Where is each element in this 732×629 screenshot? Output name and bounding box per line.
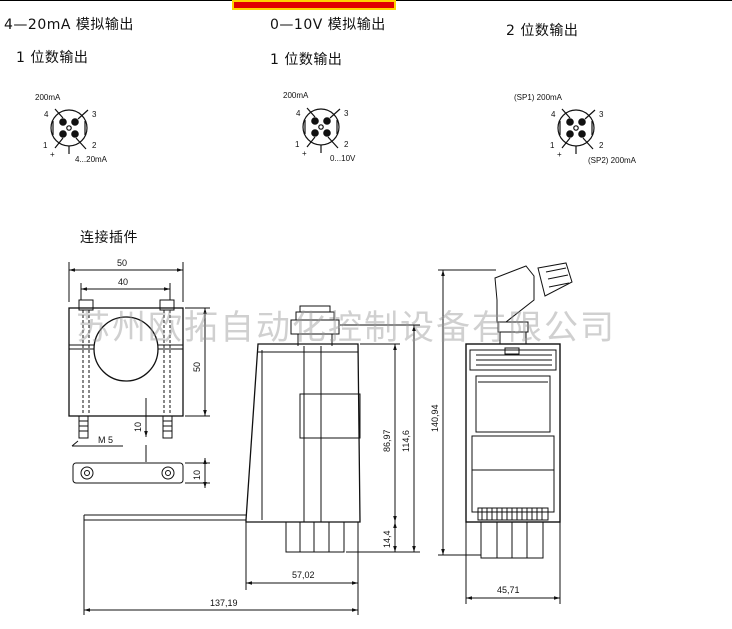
dim-50-width: 50 <box>117 258 127 268</box>
pinout-diagram-2-digit: (SP1) 200mA 4 3 1 2 + (SP2) 200mA <box>514 93 637 165</box>
dim-14-4: 14,4 <box>382 530 392 548</box>
red-tab-bar <box>232 0 396 10</box>
dim-40: 40 <box>118 277 128 287</box>
pinout2-pin2: 2 <box>344 140 349 149</box>
pinout3-pin1: 1 <box>550 141 555 150</box>
dim-114-6: 114,6 <box>401 430 411 452</box>
pinout1-pin4: 4 <box>44 110 49 119</box>
pinout2-pin4: 4 <box>296 109 301 118</box>
pinout3-top-label: (SP1) 200mA <box>514 93 563 102</box>
dim-50-height: 50 <box>192 362 202 372</box>
pinout3-pin3: 3 <box>599 110 604 119</box>
pinout-diagram-4-20ma: 200mA 4 3 1 2 + 4...20mA <box>35 93 108 164</box>
pinout3-plus: + <box>557 150 562 159</box>
pinout1-pin2: 2 <box>92 141 97 150</box>
pinout-diagram-0-10v: 200mA 4 3 1 2 + 0...10V <box>283 91 356 163</box>
pinout1-plus: + <box>50 150 55 159</box>
heading-connector-plug: 连接插件 <box>80 230 138 246</box>
company-watermark: 苏州欧拓自动化控制设备有限公司 <box>76 308 616 348</box>
dim-86-97: 86,97 <box>382 429 392 452</box>
pinout2-plus: + <box>302 149 307 158</box>
heading-1-digit-output-a: 1 位数输出 <box>16 50 89 66</box>
pinout1-pin3: 3 <box>92 110 97 119</box>
dim-45-71: 45,71 <box>497 585 520 595</box>
pinout2-pin1: 1 <box>295 140 300 149</box>
dim-137-19: 137,19 <box>210 598 238 608</box>
dim-m5: M 5 <box>98 435 113 445</box>
heading-2-digit-output: 2 位数输出 <box>506 23 579 39</box>
dim-57-02: 57,02 <box>292 570 315 580</box>
heading-0-10v-analog-output: 0—10V 模拟输出 <box>270 17 386 33</box>
pinout2-bottom-label: 0...10V <box>330 154 356 163</box>
heading-4-20ma-analog-output: 4—20mA 模拟输出 <box>4 17 134 33</box>
pinout1-top-label: 200mA <box>35 93 61 102</box>
mounting-clamp-drawing <box>68 262 210 488</box>
pinout2-top-label: 200mA <box>283 91 309 100</box>
pinout2-pin3: 3 <box>344 109 349 118</box>
dim-10-a: 10 <box>133 422 143 432</box>
pinout3-pin4: 4 <box>551 110 556 119</box>
dim-140-94: 140,94 <box>430 404 440 432</box>
pinout3-pin2: 2 <box>599 141 604 150</box>
pinout3-bottom-label: (SP2) 200mA <box>588 156 637 165</box>
dim-10-b: 10 <box>192 470 202 480</box>
sensor-side-view <box>83 305 420 615</box>
heading-1-digit-output-b: 1 位数输出 <box>270 52 343 68</box>
sensor-front-view <box>438 262 573 604</box>
pinout1-bottom-label: 4...20mA <box>75 155 108 164</box>
pinout1-pin1: 1 <box>43 141 48 150</box>
